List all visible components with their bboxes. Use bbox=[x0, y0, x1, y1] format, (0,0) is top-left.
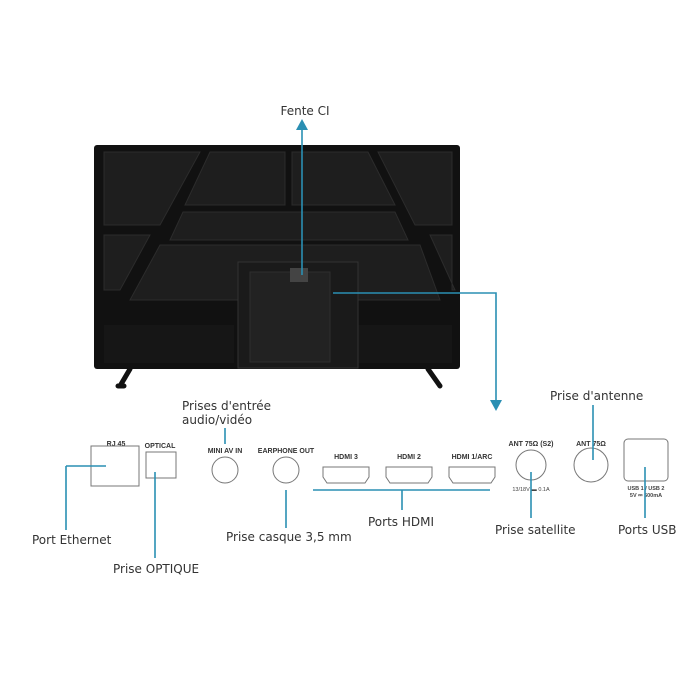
usb-spec-line1: USB 1 / USB 2 bbox=[628, 486, 665, 492]
label-usb: Ports USB bbox=[618, 523, 677, 537]
hdmi3-port bbox=[322, 466, 370, 484]
mini-av-port bbox=[211, 456, 239, 484]
optical-port bbox=[145, 451, 177, 479]
tv-leg-right bbox=[425, 366, 443, 389]
label-headphone: Prise casque 3,5 mm bbox=[226, 530, 352, 544]
port-label-hdmi2: HDMI 2 bbox=[397, 454, 421, 461]
label-av-input-2: audio/vidéo bbox=[182, 413, 252, 427]
port-label-hdmi1: HDMI 1/ARC bbox=[452, 454, 493, 461]
port-label-mini-av: MINI AV IN bbox=[208, 448, 243, 455]
antenna-port bbox=[573, 447, 609, 483]
arrow-up-icon bbox=[296, 119, 308, 130]
hdmi2-port bbox=[385, 466, 433, 484]
tv-leg-left bbox=[115, 366, 133, 389]
port-label-ant-s2: ANT 75Ω (S2) bbox=[509, 441, 554, 448]
ci-slot bbox=[290, 268, 308, 282]
earphone-port bbox=[272, 456, 300, 484]
port-label-optical: OPTICAL bbox=[145, 443, 176, 450]
label-ci-slot: Fente CI bbox=[280, 104, 329, 118]
port-label-earphone: EARPHONE OUT bbox=[258, 448, 315, 455]
label-hdmi: Ports HDMI bbox=[368, 515, 434, 529]
label-satellite: Prise satellite bbox=[495, 523, 576, 537]
label-ethernet: Port Ethernet bbox=[32, 533, 112, 547]
hdmi1-port bbox=[448, 466, 496, 484]
port-label-hdmi3: HDMI 3 bbox=[334, 454, 358, 461]
port-label-rj45: RJ 45 bbox=[107, 441, 126, 448]
label-antenna: Prise d'antenne bbox=[550, 389, 643, 403]
label-av-input-1: Prises d'entrée bbox=[182, 399, 271, 413]
usb-ports bbox=[623, 438, 669, 482]
arrow-down-icon bbox=[490, 400, 502, 411]
usb-spec-line2: 5V ⎓ 500mA bbox=[630, 493, 662, 499]
tv-back-view bbox=[94, 145, 460, 389]
port-label-ant: ANT 75Ω bbox=[576, 441, 606, 448]
label-optical: Prise OPTIQUE bbox=[113, 562, 199, 576]
